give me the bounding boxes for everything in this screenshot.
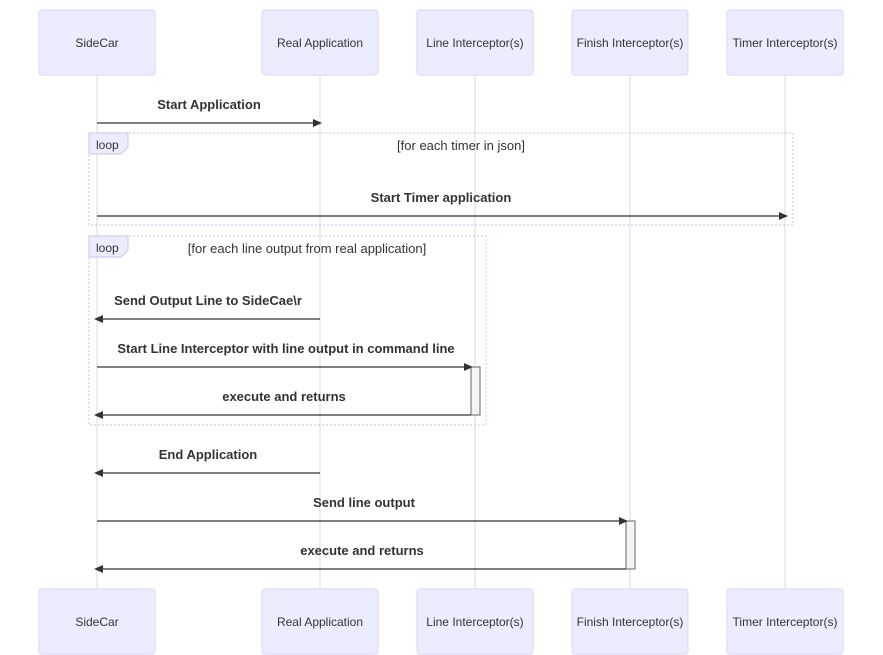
message-start-timer: Start Timer application: [97, 190, 788, 220]
actor-line-interceptor-bottom: Line Interceptor(s): [416, 588, 534, 655]
message-label: Start Timer application: [371, 190, 512, 205]
loop-line-output: loop [for each line output from real app…: [88, 235, 487, 426]
actors-top: SideCar Real Application Line Intercepto…: [38, 9, 844, 76]
actor-finish-interceptor-top: Finish Interceptor(s): [571, 9, 689, 76]
activation-line-interceptor: [470, 366, 481, 416]
actor-label: Timer Interceptor(s): [733, 36, 838, 50]
message-label: Start Application: [157, 97, 261, 112]
actor-label: Finish Interceptor(s): [577, 36, 684, 50]
activation-finish-interceptor: [625, 520, 636, 570]
actor-real-application-bottom: Real Application: [261, 588, 379, 655]
loop-condition: [for each timer in json]: [397, 138, 525, 153]
messages: Start Application Start Timer applicatio…: [94, 97, 788, 573]
message-send-line-output: Send line output: [97, 495, 628, 525]
actor-sidecar-top: SideCar: [38, 9, 156, 76]
actor-label: Finish Interceptor(s): [577, 615, 684, 629]
message-label: Send Output Line to SideCae\r: [114, 293, 302, 308]
message-start-application: Start Application: [97, 97, 322, 127]
actor-label: Real Application: [277, 36, 363, 50]
actors-bottom: SideCar Real Application Line Intercepto…: [38, 588, 844, 655]
loop-tag: [88, 235, 129, 258]
loop-condition: [for each line output from real applicat…: [188, 241, 426, 256]
lifelines: [96, 75, 786, 589]
actor-finish-interceptor-bottom: Finish Interceptor(s): [571, 588, 689, 655]
actor-label: SideCar: [75, 615, 118, 629]
loop-frame: [88, 235, 487, 426]
actor-real-application-top: Real Application: [261, 9, 379, 76]
message-label: End Application: [159, 447, 258, 462]
message-label: Start Line Interceptor with line output …: [117, 341, 454, 356]
message-send-output-line: Send Output Line to SideCae\r: [94, 293, 320, 323]
loop-label: loop: [96, 138, 119, 152]
actor-sidecar-bottom: SideCar: [38, 588, 156, 655]
message-label: execute and returns: [300, 543, 424, 558]
loop-timer: loop [for each timer in json]: [88, 132, 794, 226]
message-end-application: End Application: [94, 447, 320, 477]
message-finish-execute-returns: execute and returns: [94, 543, 626, 573]
actor-timer-interceptor-top: Timer Interceptor(s): [726, 9, 844, 76]
actor-timer-interceptor-bottom: Timer Interceptor(s): [726, 588, 844, 655]
actor-label: Real Application: [277, 615, 363, 629]
message-label: Send line output: [313, 495, 415, 510]
actor-label: Timer Interceptor(s): [733, 615, 838, 629]
loop-tag: [88, 132, 129, 155]
actor-label: SideCar: [75, 36, 118, 50]
message-start-line-interceptor: Start Line Interceptor with line output …: [97, 341, 473, 371]
message-label: execute and returns: [222, 389, 346, 404]
loop-label: loop: [96, 241, 119, 255]
loop-frame: [88, 132, 794, 226]
actor-line-interceptor-top: Line Interceptor(s): [416, 9, 534, 76]
actor-label: Line Interceptor(s): [426, 36, 523, 50]
message-line-execute-returns: execute and returns: [94, 389, 471, 419]
actor-label: Line Interceptor(s): [426, 615, 523, 629]
